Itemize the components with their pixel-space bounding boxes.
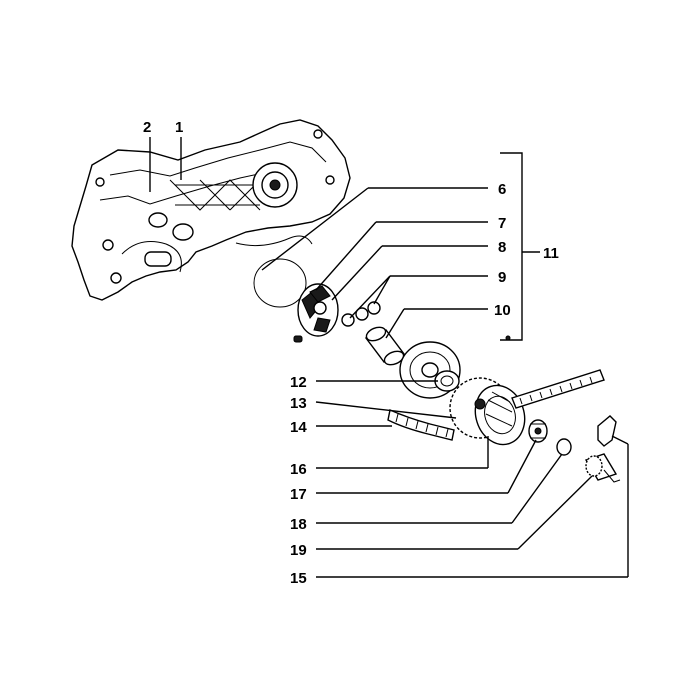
washer [434,370,460,392]
o-ring [253,258,307,308]
callout-11: 11 [543,245,559,262]
crankcase-assembly [71,119,351,301]
leader-18b [511,453,563,524]
callout-7: 7 [498,215,506,232]
bracket-11 [500,152,523,341]
pinion-gear-19 [584,453,621,483]
callout-12: 12 [290,374,307,391]
callout-14: 14 [290,419,307,436]
callout-16: 16 [290,461,307,478]
roller-weight-c [367,301,381,315]
callout-10: 10 [494,302,511,319]
leader-19b [517,475,593,550]
leader-10b [385,308,405,339]
spacer-18 [556,438,572,456]
callout-17: 17 [290,486,307,503]
leader-9c [373,275,391,305]
leader-8b [331,245,383,301]
leader-9b [349,275,391,319]
callout-15: 15 [290,570,307,587]
callout-19: 19 [290,542,307,559]
leader-15c [611,435,629,445]
small-pin [293,335,303,343]
callout-9: 9 [498,269,506,286]
callout-1: 1 [175,119,183,136]
leader-13 [315,401,457,419]
callout-8: 8 [498,239,506,256]
bracket-15 [597,415,617,447]
leader-6b [261,187,369,271]
callout-2: 2 [143,119,151,136]
bushing [364,326,406,366]
drive-belt [387,369,605,441]
callout-6: 6 [498,181,506,198]
driven-pulley [449,377,526,446]
callout-13: 13 [290,395,307,412]
front-pulley-half [297,283,339,337]
leader-7b [315,221,377,291]
leader-17b [507,439,537,494]
roller-weight-b [355,307,369,321]
small-gear-17 [528,419,548,443]
callout-18: 18 [290,516,307,533]
